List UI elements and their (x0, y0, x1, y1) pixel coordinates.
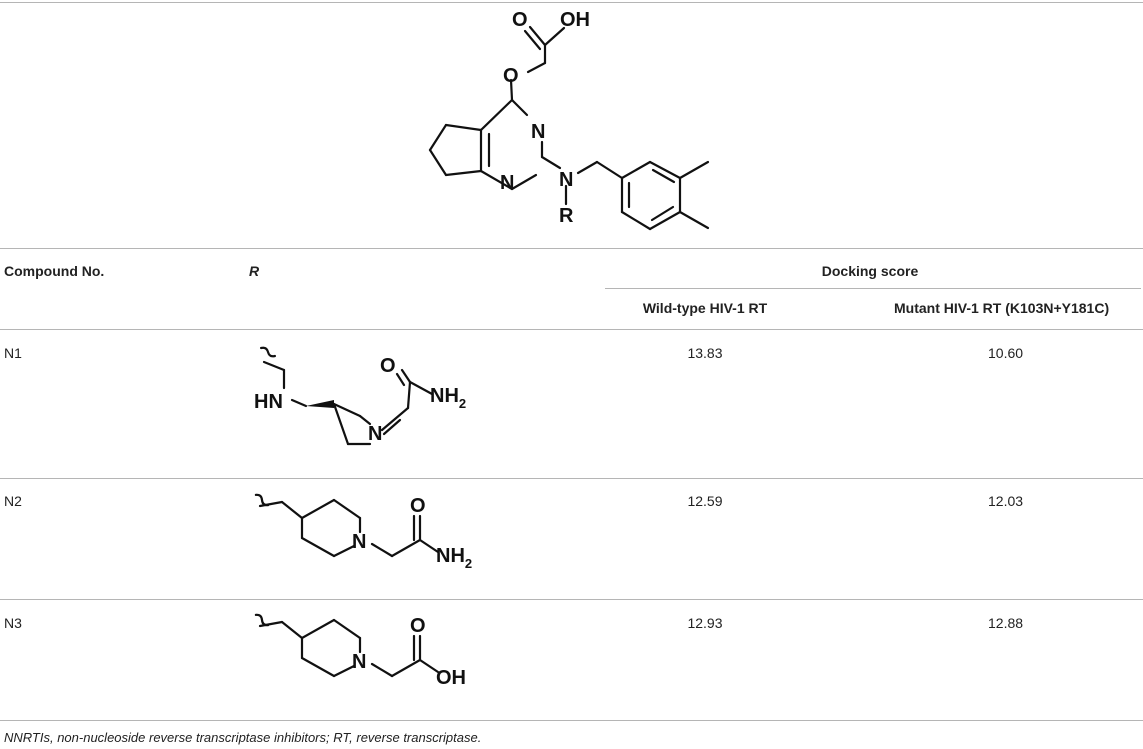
row-n2-compound: N2 (4, 493, 22, 509)
header-wild-type: Wild-type HIV-1 RT (642, 300, 768, 316)
header-r-group: R (249, 263, 260, 279)
row-n2-wild-score: 12.59 (687, 493, 723, 509)
row-n1-rule (0, 478, 1143, 479)
header-compound-no: Compound No. (4, 263, 105, 279)
table-footnote: NNRTIs, non-nucleoside reverse transcrip… (4, 730, 482, 745)
row-n2-r-structure: N O NH2 (254, 493, 472, 571)
row-n3-oh-label: OH (436, 667, 466, 689)
row-n3-o-label: O (410, 615, 426, 637)
row-n2-nh2-label: NH2 (436, 545, 472, 571)
header-top-rule (0, 248, 1143, 249)
scaffold-structure: O OH O N N N R (428, 9, 710, 231)
table-bottom-rule (0, 720, 1143, 721)
row-n2-mutant-score: 12.03 (988, 493, 1024, 509)
row-n1-compound: N1 (4, 345, 22, 361)
row-n2-o-label: O (410, 495, 426, 517)
row-n2-rule (0, 599, 1143, 600)
header-mutant: Mutant HIV-1 RT (K103N+Y181C) (894, 300, 1110, 316)
row-n1-o-label: O (380, 355, 396, 377)
docking-underline (605, 288, 1141, 289)
row-n3-mutant-score: 12.88 (988, 615, 1024, 631)
scaffold-atom-n-amine: N (559, 169, 573, 191)
header-docking-score: Docking score (821, 263, 919, 279)
row-n1-mutant-score: 10.60 (988, 345, 1024, 361)
row-n3-r-structure: N O OH (254, 613, 466, 689)
header-bottom-rule (0, 329, 1143, 330)
scaffold-atom-o-ether: O (503, 65, 519, 87)
row-n3-compound: N3 (4, 615, 22, 631)
scaffold-atom-n-ring-upper: N (531, 121, 545, 143)
row-n1-hn-label: HN (254, 391, 283, 413)
scaffold-atom-r: R (559, 205, 574, 227)
scaffold-atom-oh: OH (560, 9, 590, 31)
top-rule (0, 2, 1143, 3)
scaffold-atom-o-carbonyl: O (512, 9, 528, 31)
row-n1-wild-score: 13.83 (687, 345, 723, 361)
scaffold-atom-n-ring-lower: N (500, 172, 514, 194)
row-n3-n-label: N (352, 651, 366, 673)
row-n2-n-label: N (352, 531, 366, 553)
row-n1-n-label: N (368, 423, 382, 445)
row-n1-r-structure: HN N O NH2 (254, 346, 466, 446)
row-n1-nh2-label: NH2 (430, 385, 466, 411)
row-n3-wild-score: 12.93 (687, 615, 723, 631)
